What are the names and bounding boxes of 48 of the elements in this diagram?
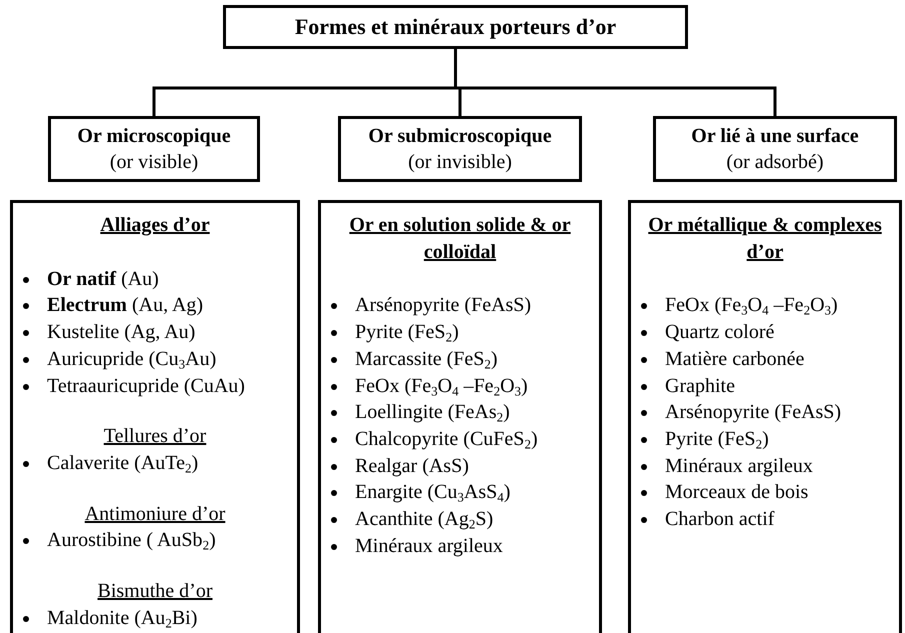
category-note: (or invisible)	[407, 150, 513, 175]
mineral-item: Minéraux argileux	[665, 454, 813, 477]
mineral-item: FeOx (Fe$_{3}$O$_{4}$ –Fe$_{2}$O$_{3}$)	[355, 374, 528, 397]
category-heading: Or submicroscopique	[367, 124, 553, 149]
mineral-item: Arsénopyrite (FeAsS)	[355, 294, 532, 316]
mineral-item: Or natif (Au)	[47, 268, 159, 290]
mineral-item: Enargite (Cu$_{3}$AsS$_{4}$)	[355, 481, 510, 504]
mineral-item: Realgar (AsS)	[355, 454, 469, 477]
list-panel	[10, 200, 300, 633]
list-panel	[318, 200, 602, 633]
list-panel	[628, 200, 902, 633]
mineral-item: Acanthite (Ag$_{2}$S)	[355, 508, 494, 530]
panel-heading: Or métallique & complexes d’or	[647, 213, 883, 265]
category-note: (or adsorbé)	[725, 150, 825, 175]
category-box	[338, 116, 582, 182]
mineral-item: Arsénopyrite (FeAsS)	[665, 401, 842, 424]
mineral-item: Maldonite (Au$_{2}$Bi)	[47, 606, 198, 629]
category-note: (or visible)	[108, 150, 200, 175]
sub-heading: Tellures d’or	[102, 424, 208, 450]
root-heading: Formes et minéraux porteurs d’or	[294, 14, 618, 40]
connector-line	[454, 49, 776, 116]
mineral-item: Aurostibine ( AuSb$_{2}$)	[47, 529, 216, 552]
mineral-item: Graphite	[665, 374, 735, 397]
mineral-item: Matière carbonée	[665, 348, 804, 370]
panel-heading: Or en solution solide & or colloïdal	[348, 213, 572, 265]
category-heading: Or microscopique	[76, 124, 232, 149]
sub-heading: Bismuthe d’or	[96, 579, 214, 604]
panel-heading: Alliages d’or	[99, 213, 211, 238]
mineral-item: Marcassite (FeS$_{2}$)	[355, 348, 498, 370]
mineral-item: Auricupride (Cu$_{3}$Au)	[47, 348, 216, 370]
sub-heading: Antimoniure d’or	[84, 502, 226, 527]
mineral-item: Minéraux argileux	[355, 534, 503, 557]
mineral-item: FeOx (Fe$_{3}$O$_{4}$ –Fe$_{2}$O$_{3}$)	[665, 294, 838, 316]
category-box	[48, 116, 260, 182]
root-box	[223, 5, 688, 49]
mineral-item: Quartz coloré	[665, 321, 774, 344]
mineral-item: Kustelite (Ag, Au)	[47, 321, 196, 344]
mineral-item: Tetraauricupride (CuAu)	[47, 374, 245, 397]
category-box	[653, 116, 897, 182]
mineral-item: Pyrite (FeS$_{2}$)	[665, 428, 769, 450]
mineral-item: Loellingite (FeAs$_{2}$)	[355, 401, 510, 424]
mineral-item: Calaverite (AuTe$_{2}$)	[47, 452, 198, 474]
mineral-item: Morceaux de bois	[665, 481, 808, 504]
mineral-item: Charbon actif	[665, 508, 774, 530]
mineral-item: Chalcopyrite (CuFeS$_{2}$)	[355, 428, 538, 450]
mineral-item: Pyrite (FeS$_{2}$)	[355, 321, 459, 344]
category-heading: Or lié à une surface	[690, 124, 860, 149]
mineral-item: Electrum (Au, Ag)	[47, 294, 204, 316]
